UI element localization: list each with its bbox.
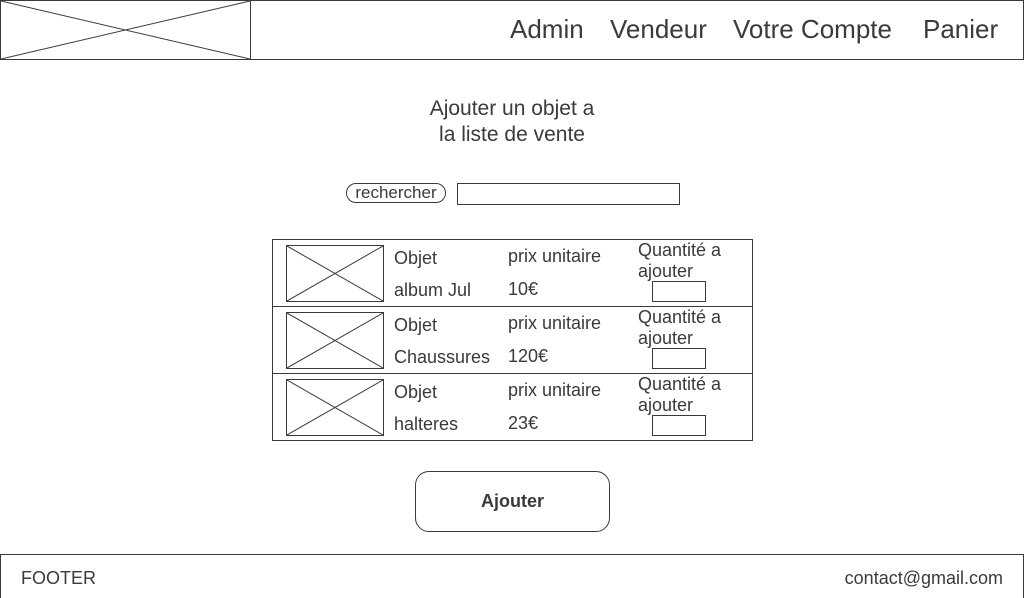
list-item: Objet Chaussures prix unitaire 120€ Quan…: [273, 306, 752, 373]
nav-votre-compte-link[interactable]: Votre Compte: [733, 14, 892, 44]
item-placeholder-image: [286, 245, 384, 302]
footer-label: FOOTER: [21, 568, 96, 588]
unit-price-label: prix unitaire: [508, 313, 602, 333]
quantity-input[interactable]: [652, 281, 706, 302]
object-name: halteres: [394, 414, 459, 434]
nav-vendeur-link[interactable]: Vendeur: [610, 14, 707, 44]
page-title-line-1: Ajouter un objet a: [429, 97, 595, 120]
unit-price-label: prix unitaire: [508, 380, 602, 400]
unit-price-value: 23€: [508, 413, 539, 433]
unit-price-value: 10€: [508, 279, 539, 299]
footer: FOOTER contact@gmail.com: [0, 554, 1024, 598]
list-item: Objet album Jul prix unitaire 10€ Quanti…: [273, 240, 752, 306]
search-button[interactable]: rechercher: [346, 183, 446, 203]
search-input[interactable]: [457, 183, 680, 205]
quantity-input[interactable]: [652, 348, 706, 369]
quantity-label: Quantité a ajouter: [638, 374, 722, 415]
page-title-line-2: la liste de vente: [439, 123, 585, 146]
object-label: Objet: [394, 248, 438, 268]
quantity-input[interactable]: [652, 415, 706, 436]
page-title: Ajouter un objet a la liste de vente: [362, 96, 662, 148]
quantity-label: Quantité a ajouter: [638, 240, 722, 281]
object-label: Objet: [394, 382, 438, 402]
footer-contact-email: contact@gmail.com: [844, 568, 1003, 588]
logo-placeholder-image: [1, 1, 251, 59]
quantity-label: Quantité a ajouter: [638, 307, 722, 348]
list-item: Objet halteres prix unitaire 23€ Quantit…: [273, 373, 752, 440]
object-label: Objet: [394, 315, 438, 335]
object-name: album Jul: [394, 280, 472, 300]
add-button[interactable]: Ajouter: [415, 471, 610, 532]
nav-panier-link[interactable]: Panier: [923, 14, 999, 44]
nav-admin-link[interactable]: Admin: [510, 14, 584, 44]
item-placeholder-image: [286, 379, 384, 436]
unit-price-label: prix unitaire: [508, 246, 602, 266]
item-list: Objet album Jul prix unitaire 10€ Quanti…: [272, 239, 753, 441]
object-name: Chaussures: [394, 347, 491, 367]
header: Admin Vendeur Votre Compte Panier: [0, 0, 1024, 60]
unit-price-value: 120€: [508, 346, 549, 366]
item-placeholder-image: [286, 312, 384, 369]
